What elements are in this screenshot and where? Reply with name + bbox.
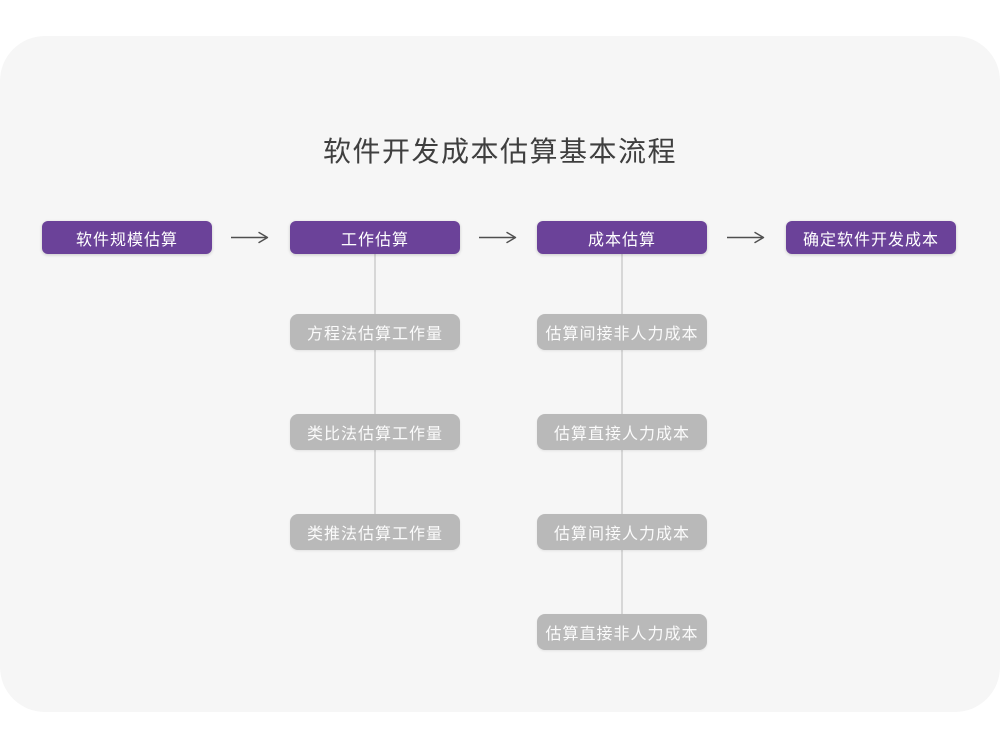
diagram-title: 软件开发成本估算基本流程 [322, 136, 677, 167]
node-direct-nonlabor-cost: 估算直接非人力成本 [537, 614, 707, 650]
arrow-right-icon [230, 231, 270, 244]
node-indirect-nonlabor-cost: 估算间接非人力成本 [537, 314, 707, 350]
node-determine-dev-cost: 确定软件开发成本 [786, 221, 956, 254]
node-extrapolation-method: 类推法估算工作量 [290, 514, 460, 550]
node-label: 成本估算 [587, 231, 656, 249]
node-label: 类比法估算工作量 [306, 426, 443, 443]
node-label: 工作估算 [340, 231, 409, 249]
node-work-estimation: 工作估算 [290, 221, 460, 254]
node-direct-labor-cost: 估算直接人力成本 [537, 414, 707, 450]
node-label: 类推法估算工作量 [306, 526, 443, 543]
node-label: 估算间接人力成本 [553, 526, 690, 543]
node-analogy-method: 类比法估算工作量 [290, 414, 460, 450]
node-software-scale-estimation: 软件规模估算 [42, 221, 212, 254]
node-label: 估算间接非人力成本 [545, 326, 699, 343]
node-label: 软件规模估算 [75, 231, 178, 249]
node-label: 估算直接人力成本 [553, 426, 690, 443]
arrow-right-icon [478, 231, 518, 244]
diagram-card: 软件开发成本估算基本流程 软件规模估算 工作估算 成本估算 确定软件开发成本 [0, 36, 1000, 712]
node-indirect-labor-cost: 估算间接人力成本 [537, 514, 707, 550]
arrow-right-icon [726, 231, 766, 244]
node-label: 方程法估算工作量 [306, 326, 443, 343]
node-cost-estimation: 成本估算 [537, 221, 707, 254]
node-label: 确定软件开发成本 [802, 231, 939, 249]
node-label: 估算直接非人力成本 [545, 626, 699, 643]
connector-work-column [374, 254, 376, 516]
node-equation-method: 方程法估算工作量 [290, 314, 460, 350]
